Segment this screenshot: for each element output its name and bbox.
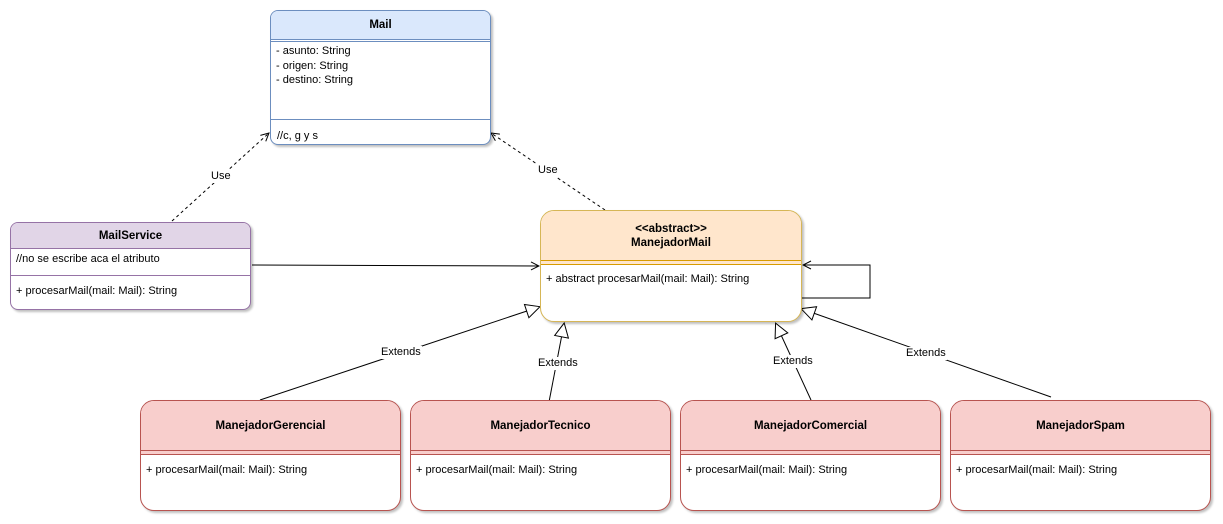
class-manejador-spam[interactable]: ManejadorSpam + procesarMail(mail: Mail)…	[950, 400, 1211, 511]
use-edge-service-mail	[171, 133, 269, 222]
extends-label-spam: Extends	[905, 347, 947, 360]
attribute-asunto: - asunto: String	[276, 45, 351, 57]
extends-label-comercial: Extends	[772, 355, 814, 368]
class-manejador-mail-method: + abstract procesarMail(mail: Mail): Str…	[546, 273, 750, 285]
class-mail-service-attribute: //no se escribe aca el atributo	[11, 249, 250, 276]
class-mail[interactable]: Mail - asunto: String - origen: String -…	[270, 10, 491, 145]
class-mail-service-method: + procesarMail(mail: Mail): String	[16, 285, 178, 297]
use-label-service: Use	[210, 170, 232, 183]
class-manejador-mail-name: ManejadorMail	[631, 236, 711, 249]
class-manejador-gerencial-method: + procesarMail(mail: Mail): String	[146, 464, 308, 476]
class-manejador-gerencial-separator	[141, 451, 400, 455]
class-manejador-spam-separator	[951, 451, 1210, 455]
class-manejador-mail-separator	[541, 261, 801, 265]
class-manejador-comercial-method: + procesarMail(mail: Mail): String	[686, 464, 848, 476]
attribute-destino: - destino: String	[276, 74, 354, 86]
class-mail-method: //c, g y s	[277, 130, 318, 142]
class-manejador-spam-name: ManejadorSpam	[951, 401, 1210, 451]
extends-label-tecnico: Extends	[537, 357, 579, 370]
self-association-edge	[802, 265, 871, 299]
class-manejador-comercial-name: ManejadorComercial	[681, 401, 940, 451]
class-manejador-mail-header: <<abstract>> ManejadorMail	[541, 211, 801, 261]
class-manejador-tecnico-separator	[411, 451, 670, 455]
class-mail-service-name: MailService	[11, 223, 250, 249]
class-mail-divider	[271, 119, 490, 120]
class-mail-attributes: - asunto: String - origen: String - dest…	[271, 42, 490, 119]
class-manejador-tecnico-method: + procesarMail(mail: Mail): String	[416, 464, 578, 476]
class-manejador-mail-stereotype: <<abstract>>	[635, 222, 707, 235]
association-edge-service-manejador	[251, 265, 539, 266]
class-manejador-tecnico-name: ManejadorTecnico	[411, 401, 670, 451]
class-manejador-gerencial-name: ManejadorGerencial	[141, 401, 400, 451]
class-mail-service[interactable]: MailService //no se escribe aca el atrib…	[10, 222, 251, 310]
attribute-origen: - origen: String	[276, 59, 349, 72]
class-mail-separator	[271, 39, 490, 42]
class-manejador-tecnico[interactable]: ManejadorTecnico + procesarMail(mail: Ma…	[410, 400, 671, 511]
class-manejador-spam-method: + procesarMail(mail: Mail): String	[956, 464, 1118, 476]
extends-label-gerencial: Extends	[380, 346, 422, 359]
class-manejador-gerencial[interactable]: ManejadorGerencial + procesarMail(mail: …	[140, 400, 401, 511]
class-manejador-comercial-separator	[681, 451, 940, 455]
class-manejador-comercial[interactable]: ManejadorComercial + procesarMail(mail: …	[680, 400, 941, 511]
use-label-manejador: Use	[537, 164, 559, 177]
class-manejador-mail[interactable]: <<abstract>> ManejadorMail + abstract pr…	[540, 210, 802, 322]
class-mail-name: Mail	[271, 11, 490, 39]
